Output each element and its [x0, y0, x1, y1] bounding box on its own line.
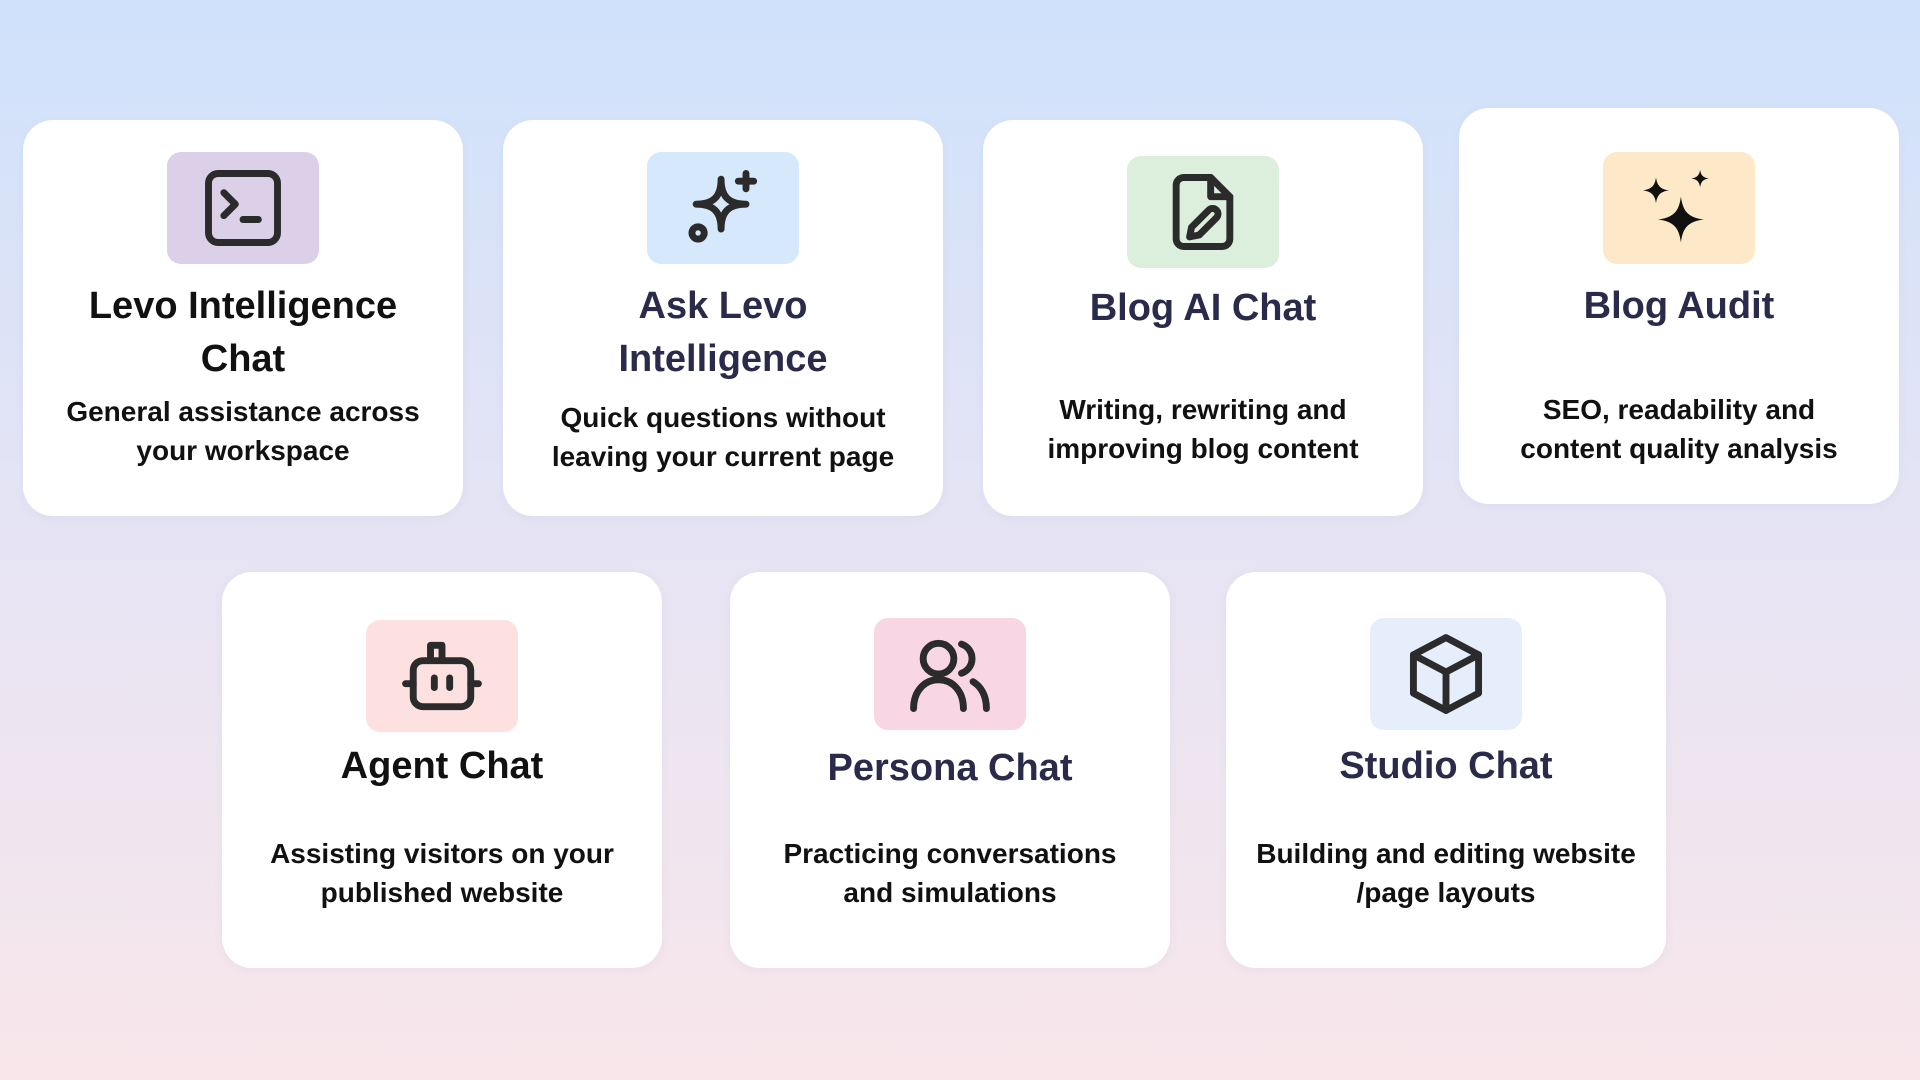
users-icon — [910, 639, 990, 712]
sparkle-plus-icon — [688, 170, 758, 243]
cube-icon-box — [1370, 618, 1522, 730]
terminal-icon — [205, 170, 281, 246]
card-studio-chat[interactable]: Studio Chat Building and editing website… — [1226, 572, 1666, 968]
file-edit-icon-box — [1127, 156, 1279, 268]
card-levo-intelligence-chat[interactable]: Levo Intelligence Chat General assistanc… — [23, 120, 463, 516]
bot-icon-box — [366, 620, 518, 732]
card-description: Quick questions without leaving your cur… — [551, 402, 895, 472]
card-description: Writing, rewriting and improving blog co… — [1047, 394, 1359, 464]
card-description: Practicing conversations and simulations — [783, 838, 1117, 908]
card-description: General assistance across your workspace — [66, 396, 420, 466]
file-edit-icon — [1172, 174, 1234, 250]
terminal-icon-box — [167, 152, 319, 264]
card-title: Levo Intelligence Chat — [88, 285, 398, 380]
bot-icon — [402, 641, 482, 711]
card-blog-ai-chat[interactable]: Blog AI Chat Writing, rewriting and impr… — [983, 120, 1423, 516]
sparkles-icon-box — [1603, 152, 1755, 264]
card-description: Assisting visitors on your published web… — [270, 838, 614, 908]
card-blog-audit[interactable]: Blog Audit SEO, readability and content … — [1459, 108, 1899, 504]
card-title: Blog AI Chat — [1089, 287, 1317, 329]
card-agent-chat[interactable]: Agent Chat Assisting visitors on your pu… — [222, 572, 662, 968]
card-description: SEO, readability and content quality ana… — [1520, 394, 1838, 464]
card-title: Studio Chat — [1339, 745, 1553, 787]
sparkles-icon — [1642, 169, 1709, 243]
card-title: Persona Chat — [827, 747, 1073, 789]
card-description: Building and editing website /page layou… — [1256, 838, 1636, 908]
card-ask-levo-intelligence[interactable]: Ask Levo Intelligence Quick questions wi… — [503, 120, 943, 516]
users-icon-box — [874, 618, 1026, 730]
cube-icon — [1409, 634, 1483, 714]
card-title: Agent Chat — [340, 745, 544, 787]
card-persona-chat[interactable]: Persona Chat Practicing conversations an… — [730, 572, 1170, 968]
card-title: Blog Audit — [1583, 285, 1775, 327]
card-title: Ask Levo Intelligence — [618, 285, 828, 380]
sparkle-plus-icon-box — [647, 152, 799, 264]
